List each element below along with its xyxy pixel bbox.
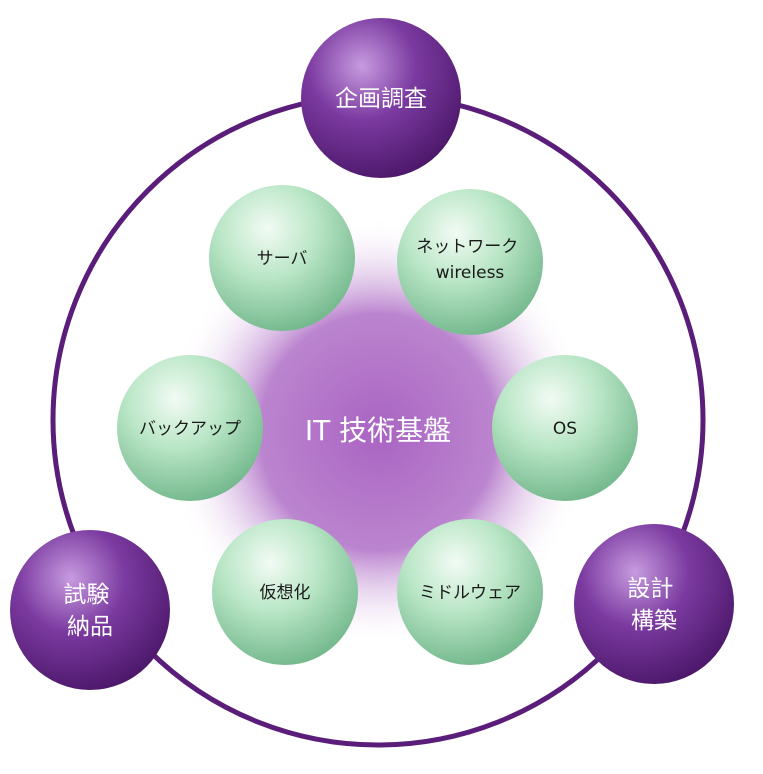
outer-node-label: 設計 (627, 576, 673, 602)
svg-text:サーバ: サーバ (257, 249, 308, 269)
outer-node-testing: 試験 納品 (10, 530, 170, 690)
inner-node-virtualization: 仮想化 (212, 519, 358, 665)
center-label: IT 技術基盤 (305, 414, 451, 447)
svg-text:試験 納品: 試験 納品 (63, 582, 116, 640)
outer-node-design: 設計 構築 (574, 524, 734, 684)
svg-text:バックアップ: バックアップ (139, 419, 241, 439)
outer-node-label: 企画調査 (335, 86, 427, 112)
inner-node-label: サーバ (257, 249, 308, 269)
svg-text:設計 構築: 設計 構築 (627, 576, 680, 634)
svg-text:企画調査: 企画調査 (335, 86, 427, 112)
svg-text:仮想化: 仮想化 (260, 583, 311, 603)
inner-node-label: wireless (436, 263, 505, 283)
inner-node-label: 仮想化 (260, 583, 311, 603)
outer-node-label: 構築 (631, 608, 677, 634)
inner-node-server: サーバ (209, 185, 355, 331)
inner-node-network: ネットワーク wireless (397, 189, 543, 335)
inner-node-label: ミドルウェア (419, 583, 521, 603)
outer-node-label: 納品 (67, 614, 113, 640)
svg-text:ミドルウェア: ミドルウェア (419, 583, 521, 603)
outer-node-planning: 企画調査 (301, 18, 461, 178)
inner-node-os: OS (492, 355, 638, 501)
inner-node-label: OS (553, 419, 577, 439)
svg-text:OS: OS (553, 419, 577, 439)
inner-node-label: バックアップ (139, 419, 241, 439)
inner-node-label: ネットワーク (416, 237, 518, 257)
inner-node-backup: バックアップ (117, 355, 263, 501)
inner-node-middleware: ミドルウェア (397, 519, 543, 665)
outer-node-label: 試験 (63, 582, 109, 608)
svg-text:ネットワーク wireless: ネットワーク wireless (416, 237, 523, 283)
